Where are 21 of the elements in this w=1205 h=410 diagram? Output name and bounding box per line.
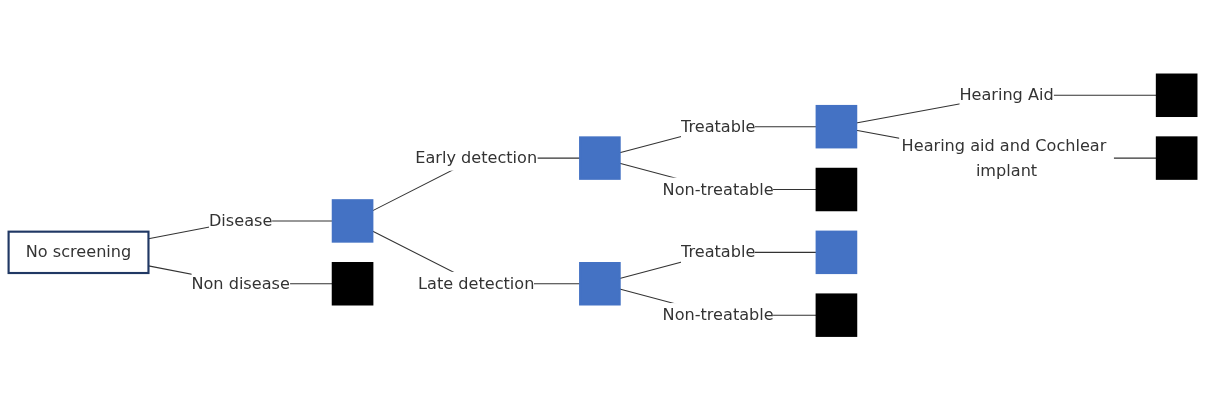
node-box	[815, 167, 858, 212]
edge-label: Non-treatable	[662, 179, 774, 199]
edge-label: Non disease	[191, 273, 290, 293]
node-box	[331, 261, 374, 306]
edge-label: Non-treatable	[662, 305, 774, 325]
edge-label: Treatable	[680, 116, 756, 136]
node-box: No screening	[7, 230, 150, 274]
node-box	[579, 261, 621, 306]
edge-label: Early detection	[415, 147, 538, 168]
node-box	[1155, 136, 1198, 180]
node-box	[1155, 73, 1198, 117]
edge-label: Hearing Aid	[959, 85, 1054, 105]
edge-label: Late detection	[418, 273, 535, 293]
node-box	[815, 293, 858, 337]
edge-label: Treatable	[680, 242, 756, 262]
node-box	[815, 230, 858, 274]
node-box	[579, 136, 621, 180]
node-box	[815, 104, 858, 149]
edge-label: Disease	[208, 210, 273, 231]
node-box	[331, 198, 374, 243]
edge-label: Hearing aid and Cochlear implant	[901, 135, 1107, 180]
